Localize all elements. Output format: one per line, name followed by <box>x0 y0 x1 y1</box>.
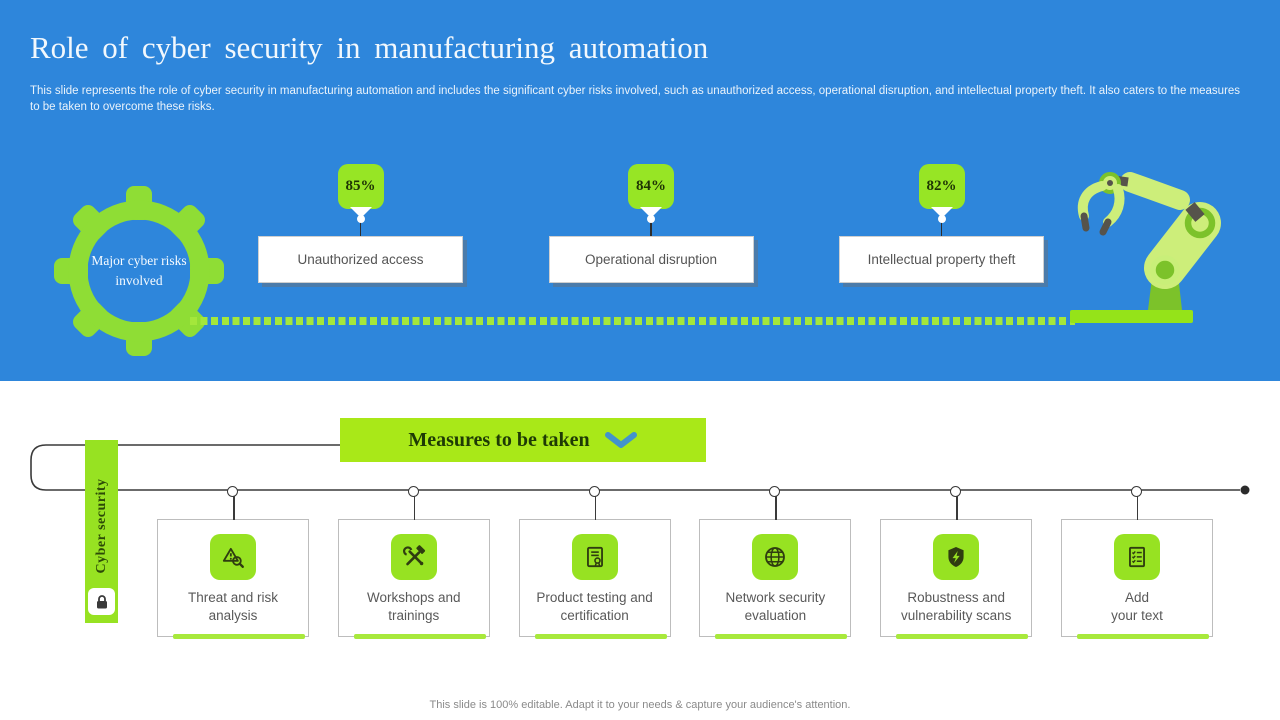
measure-underline <box>1076 634 1209 639</box>
callout-connector-line <box>940 215 943 236</box>
measure-underline <box>353 634 486 639</box>
gear-hub: Major cyber risks involved <box>54 186 224 356</box>
callout-connector-line <box>359 215 362 236</box>
risk-callout: 85% Unauthorized access <box>258 164 463 283</box>
node-connector-line <box>233 495 235 520</box>
measure-underline <box>534 634 667 639</box>
callout-pointer <box>349 207 372 223</box>
checklist-icon <box>1113 534 1160 580</box>
timeline-node <box>588 486 600 497</box>
measure-box[interactable]: Product testing and certification <box>518 486 671 639</box>
gear-icon <box>54 186 224 356</box>
measure-underline <box>896 634 1029 639</box>
lock-badge <box>88 588 115 615</box>
footer-note: This slide is 100% editable. Adapt it to… <box>429 699 851 711</box>
node-connector-line <box>1136 495 1139 520</box>
robot-arm-icon <box>1070 172 1221 323</box>
timeline-node <box>227 486 238 497</box>
lock-icon <box>96 594 107 608</box>
callout-connector-line <box>650 215 652 236</box>
measure-box[interactable]: Robustness and vulnerability scans <box>880 486 1033 639</box>
measure-label: Robustness and vulnerability scans <box>901 590 1012 623</box>
risk-percent-badge[interactable]: 84% <box>628 164 674 209</box>
callout-pointer <box>930 207 953 223</box>
globe-icon <box>752 534 799 580</box>
callout-pointer <box>640 207 662 223</box>
risk-callouts: 85% Unauthorized access 84% Operational … <box>258 164 1044 283</box>
measures-banner-label: Measures to be taken <box>408 428 590 451</box>
cyber-security-label: Cyber security <box>94 478 109 574</box>
certificate-icon <box>571 534 618 580</box>
measure-box[interactable]: Network security evaluation <box>699 486 852 639</box>
warning-magnifier-icon <box>210 534 256 580</box>
measure-label: Product testing and certification <box>536 590 653 623</box>
timeline-node <box>950 486 962 497</box>
dotted-baseline <box>190 317 1075 325</box>
measures-banner[interactable]: Measures to be taken <box>340 418 706 462</box>
slide-description[interactable]: This slide represents the role of cyber … <box>30 85 1241 113</box>
chevron-down-icon <box>604 432 637 448</box>
timeline-node <box>407 486 419 497</box>
node-connector-line <box>775 495 777 520</box>
measure-boxes: Threat and risk analysis Workshops and t… <box>157 486 1213 639</box>
measure-underline <box>715 634 848 639</box>
risk-callout: 84% Operational disruption <box>548 164 754 283</box>
node-connector-line <box>413 495 416 520</box>
risk-percent-badge[interactable]: 82% <box>918 164 965 209</box>
hammer-wrench-icon <box>390 534 437 580</box>
page-title[interactable]: Role of cyber security in manufacturing … <box>30 30 709 65</box>
measure-label: Threat and risk analysis <box>187 590 279 623</box>
risk-label-box[interactable]: Intellectual property theft <box>839 236 1044 283</box>
measure-label: Add your text <box>1111 590 1163 623</box>
measure-box[interactable]: Workshops and trainings <box>337 486 490 639</box>
timeline-node <box>769 486 781 497</box>
measure-label: Workshops and trainings <box>367 590 461 623</box>
node-connector-line <box>956 495 958 520</box>
node-connector-line <box>594 495 597 520</box>
timeline-connector <box>30 444 1250 495</box>
measure-underline <box>173 634 305 639</box>
risk-percent-badge[interactable]: 85% <box>337 164 384 209</box>
risk-callout: 82% Intellectual property theft <box>839 164 1044 283</box>
measure-label: Network security evaluation <box>725 590 826 623</box>
measure-box[interactable]: Add your text <box>1060 486 1213 639</box>
risk-label-box[interactable]: Unauthorized access <box>258 236 463 283</box>
risk-label-box[interactable]: Operational disruption <box>548 236 754 283</box>
shield-bolt-icon <box>933 534 980 580</box>
timeline-node <box>1130 486 1142 497</box>
measure-box[interactable]: Threat and risk analysis <box>157 486 309 639</box>
cyber-security-bar[interactable]: Cyber security <box>85 440 118 623</box>
header-section: Role of cyber security in manufacturing … <box>0 0 1280 381</box>
hub-label[interactable]: Major cyber risks involved <box>91 253 187 288</box>
